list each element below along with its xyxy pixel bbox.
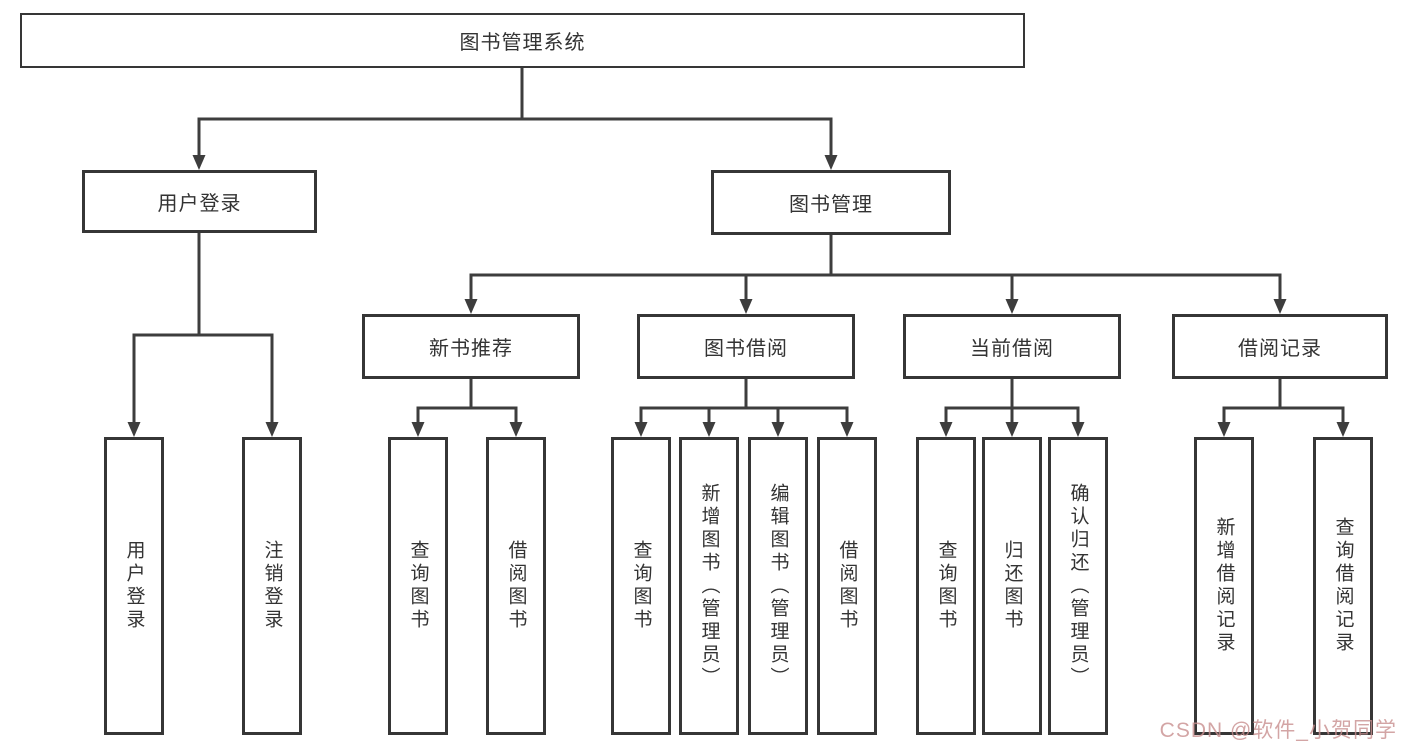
leaf-confirm-return-admin: 确认归还（管理员） [1048,437,1108,735]
leaf-borrow-books-recommend-label: 借阅图书 [505,540,527,632]
node-book-borrow: 图书借阅 [637,314,855,379]
node-user-login: 用户登录 [82,170,317,233]
node-book-management: 图书管理 [711,170,951,235]
node-current-borrow: 当前借阅 [903,314,1121,379]
node-current-borrow-label: 当前借阅 [970,338,1054,360]
node-borrow-records: 借阅记录 [1172,314,1388,379]
leaf-borrow-books: 借阅图书 [817,437,877,735]
leaf-user-login-label: 用户登录 [123,540,145,632]
node-book-borrow-label: 图书借阅 [704,338,788,360]
leaf-query-books-current-label: 查询图书 [935,540,957,632]
node-book-management-label: 图书管理 [789,194,873,216]
node-root-system: 图书管理系统 [20,13,1025,68]
leaf-edit-book-admin-label: 编辑图书（管理员） [767,482,789,690]
node-new-book-recommend-label: 新书推荐 [429,338,513,360]
leaf-return-book: 归还图书 [982,437,1042,735]
leaf-logout: 注销登录 [242,437,302,735]
leaf-add-borrow-record: 新增借阅记录 [1194,437,1254,735]
leaf-logout-label: 注销登录 [261,540,283,632]
leaf-return-book-label: 归还图书 [1001,540,1023,632]
leaf-add-borrow-record-label: 新增借阅记录 [1213,517,1235,655]
leaf-query-books-current: 查询图书 [916,437,976,735]
leaf-query-books-recommend: 查询图书 [388,437,448,735]
node-borrow-records-label: 借阅记录 [1238,338,1322,360]
leaf-confirm-return-admin-label: 确认归还（管理员） [1067,482,1089,690]
node-new-book-recommend: 新书推荐 [362,314,580,379]
leaf-edit-book-admin: 编辑图书（管理员） [748,437,808,735]
leaf-query-borrow-record-label: 查询借阅记录 [1332,517,1354,655]
leaf-add-book-admin-label: 新增图书（管理员） [698,482,720,690]
leaf-query-books-borrow: 查询图书 [611,437,671,735]
leaf-query-borrow-record: 查询借阅记录 [1313,437,1373,735]
leaf-user-login: 用户登录 [104,437,164,735]
leaf-borrow-books-label: 借阅图书 [836,540,858,632]
leaf-add-book-admin: 新增图书（管理员） [679,437,739,735]
node-root-label: 图书管理系统 [459,32,586,54]
leaf-borrow-books-recommend: 借阅图书 [486,437,546,735]
leaf-query-books-borrow-label: 查询图书 [630,540,652,632]
node-user-login-label: 用户登录 [157,193,242,215]
leaf-query-books-recommend-label: 查询图书 [407,540,429,632]
